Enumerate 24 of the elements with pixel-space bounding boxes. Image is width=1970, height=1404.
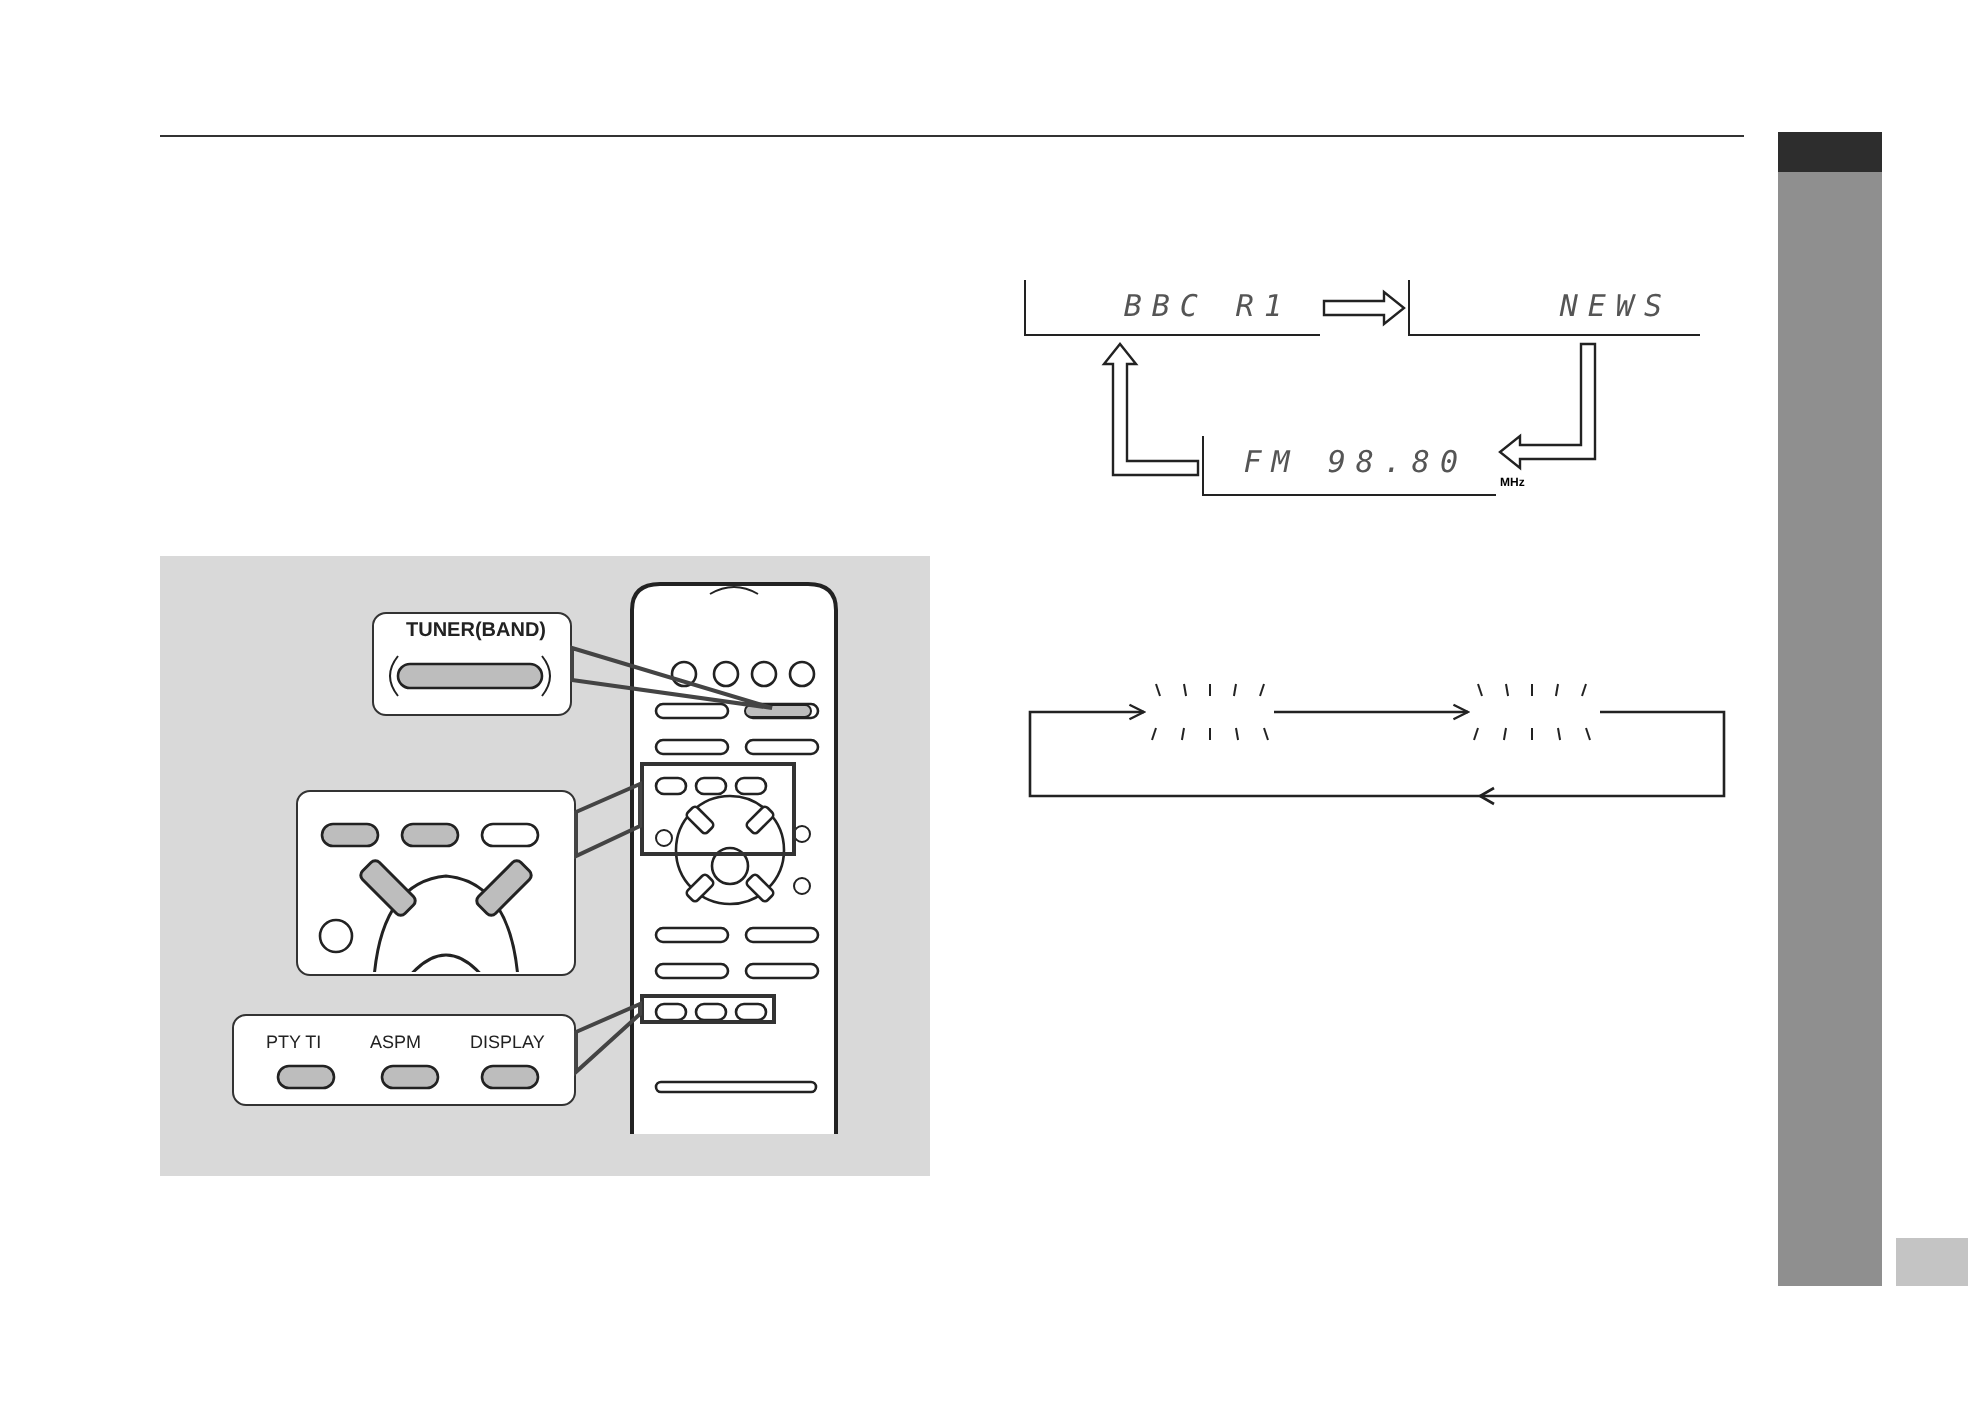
blinking-display — [1470, 680, 1596, 744]
button-label: TUNER(BAND) — [406, 620, 546, 642]
leader-line — [574, 1000, 642, 1077]
display-readout — [1408, 280, 1700, 336]
display-readout — [1202, 436, 1496, 496]
display-text: BBC R1 — [1123, 288, 1292, 324]
callout-panel — [372, 612, 572, 716]
button-label: PTY TI — [266, 1032, 322, 1052]
hollow-arrow — [1322, 289, 1406, 327]
hollow-arrow — [1498, 342, 1597, 471]
display-readout — [1024, 280, 1320, 336]
leader-line — [570, 645, 774, 710]
leader-line — [574, 780, 642, 860]
button-group-frame — [640, 762, 796, 856]
button-label: ASPM — [370, 1032, 422, 1052]
blinking-display — [1148, 680, 1272, 744]
callout-panel — [296, 790, 576, 976]
arrow — [1274, 703, 1470, 721]
display-text: NEWS — [1559, 288, 1672, 324]
callout-panel — [232, 1014, 576, 1106]
hollow-arrow — [1101, 342, 1200, 477]
button-group-frame — [640, 994, 776, 1024]
button-label: DISPLAY — [470, 1032, 545, 1052]
display-text: FM 98.80 — [1243, 444, 1468, 480]
